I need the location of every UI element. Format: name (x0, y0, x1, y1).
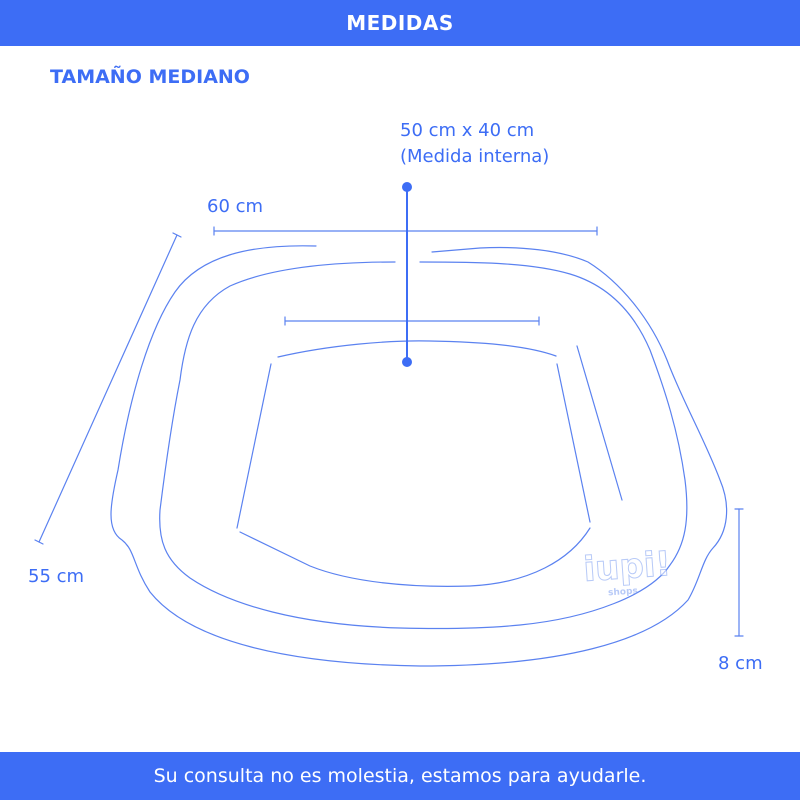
pointer-bottom-dot (402, 357, 412, 367)
size-subtitle: TAMAÑO MEDIANO (50, 66, 250, 88)
height-label: 8 cm (718, 653, 763, 674)
right-rim-edge (576, 345, 623, 501)
header-bar: MEDIDAS (0, 0, 800, 46)
svg-text:shops: shops (608, 586, 638, 598)
inner-size-text: 50 cm x 40 cm (400, 120, 535, 141)
page-title: MEDIDAS (346, 11, 454, 35)
depth-label: 55 cm (28, 566, 85, 587)
bed-inner-outline (159, 261, 688, 630)
brand-watermark-logo: iupi! shops (582, 544, 673, 599)
cushion-right-edge (556, 363, 591, 523)
pointer-top-dot (402, 182, 412, 192)
depth-dimension-line (38, 234, 178, 543)
inner-note-text: (Medida interna) (400, 146, 550, 167)
inner-measure-label: 50 cm x 40 cm (Medida interna) (400, 118, 549, 170)
bed-outer-outline (110, 245, 728, 667)
cushion-left-edge (236, 363, 272, 529)
footer-bar: Su consulta no es molestia, estamos para… (0, 752, 800, 800)
width-label: 60 cm (207, 196, 264, 217)
svg-text:iupi!: iupi! (582, 544, 672, 590)
cushion-bottom-edge (239, 527, 591, 587)
cushion-top-edge (277, 340, 557, 358)
footer-message: Su consulta no es molestia, estamos para… (153, 765, 647, 787)
